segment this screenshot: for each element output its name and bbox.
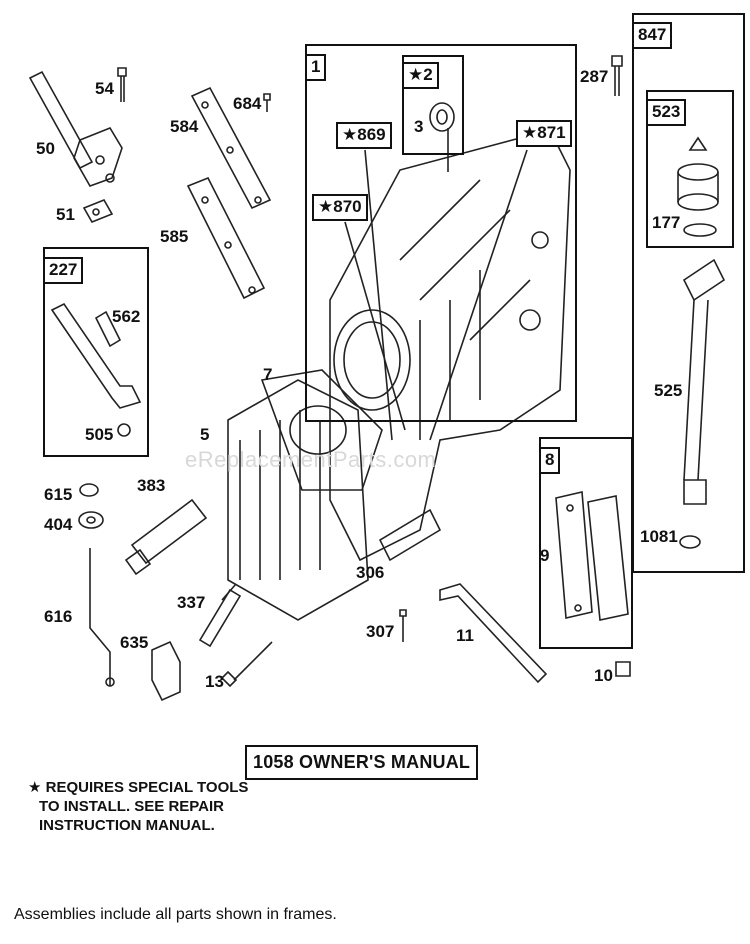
label-177: 177: [652, 213, 681, 232]
watermark: eReplacementParts.com: [185, 447, 437, 472]
owners-manual-box: 1058 OWNER'S MANUAL: [245, 745, 479, 780]
note-line-3: INSTRUCTION MANUAL.: [39, 817, 215, 834]
label-635: 635: [120, 633, 149, 652]
label-50: 50: [36, 139, 55, 158]
note-line-1: ★ REQUIRES SPECIAL TOOLS: [28, 779, 249, 796]
label-869: ★869: [336, 122, 392, 149]
label-562: 562: [112, 307, 141, 326]
label-1081: 1081: [640, 527, 678, 546]
label-525: 525: [654, 381, 683, 400]
label-5: 5: [200, 425, 210, 444]
frame-2: [402, 55, 464, 155]
label-523: 523: [646, 99, 687, 126]
label-2: ★2: [402, 62, 439, 89]
label-505: 505: [85, 425, 114, 444]
label-3: 3: [414, 117, 424, 136]
label-7: 7: [263, 365, 273, 384]
gasket-585-drawing: [186, 176, 266, 300]
screw-287-drawing: [611, 55, 623, 96]
frame-8: [539, 437, 633, 649]
frame-227: [43, 247, 149, 457]
screw-10-drawing: [615, 661, 631, 677]
special-tools-note: ★ REQUIRES SPECIAL TOOLS TO INSTALL. SEE…: [28, 778, 248, 835]
gasket-51-drawing: [82, 198, 114, 224]
label-13: 13: [205, 672, 224, 691]
label-684: 684: [233, 94, 262, 113]
screw-54-drawing: [117, 67, 127, 102]
cylinder-head-drawing: [227, 369, 383, 621]
gasket-584-drawing: [190, 86, 272, 210]
label-870: ★870: [312, 194, 368, 221]
label-306: 306: [356, 563, 385, 582]
frame-1: [305, 44, 577, 422]
part-383-drawing: [124, 498, 208, 576]
label-871: ★871: [516, 120, 572, 147]
label-615: 615: [44, 485, 73, 504]
tube-11-drawing: [439, 583, 548, 684]
label-383: 383: [137, 476, 166, 495]
label-1: 1: [305, 54, 327, 81]
label-10: 10: [594, 666, 613, 685]
washer-404-drawing: [78, 511, 104, 529]
label-337: 337: [177, 593, 206, 612]
label-847: 847: [632, 22, 673, 49]
frame-523: [646, 90, 734, 248]
footer-note: Assemblies include all parts shown in fr…: [14, 906, 337, 923]
label-585: 585: [160, 227, 189, 246]
bolt-13-drawing: [220, 641, 273, 688]
bracket-50-drawing: [28, 70, 123, 187]
dipstick-tube-drawing: [677, 136, 726, 549]
screw-684-drawing: [263, 93, 271, 112]
leader-lines: [344, 128, 528, 441]
label-584: 584: [170, 117, 199, 136]
label-307: 307: [366, 622, 395, 641]
seal-3-drawing: [429, 102, 455, 132]
label-11: 11: [456, 626, 474, 645]
label-8: 8: [539, 447, 561, 474]
screw-307-drawing: [399, 609, 407, 642]
label-9: 9: [540, 546, 550, 565]
washer-615-drawing: [79, 483, 99, 497]
frame-847: [632, 13, 745, 573]
label-287: 287: [580, 67, 609, 86]
spark-plug-337-drawing: [198, 583, 242, 648]
cylinder-block-drawing: [329, 129, 571, 562]
rod-616-drawing: [89, 548, 115, 687]
label-54: 54: [95, 79, 114, 98]
label-227: 227: [43, 257, 84, 284]
label-404: 404: [44, 515, 73, 534]
boot-635-drawing: [151, 640, 181, 702]
label-51: 51: [56, 205, 75, 224]
label-616: 616: [44, 607, 73, 626]
gasket-9-drawing: [555, 491, 629, 621]
assembly-227-drawing: [50, 302, 142, 437]
note-line-2: TO INSTALL. SEE REPAIR: [39, 798, 225, 815]
